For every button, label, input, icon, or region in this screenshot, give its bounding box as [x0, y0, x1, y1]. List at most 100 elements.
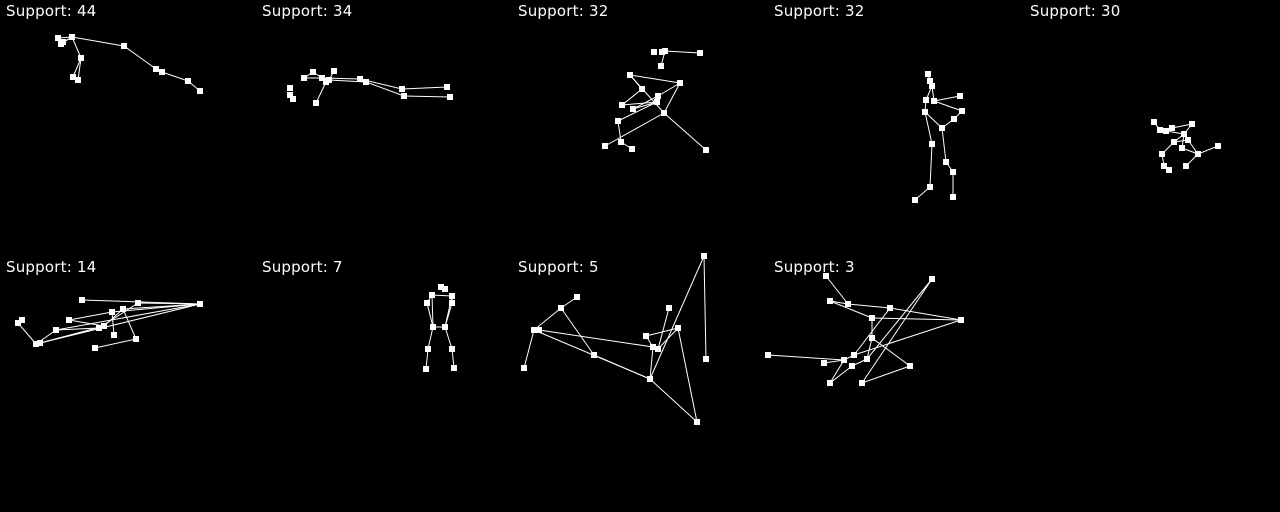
bone-line [861, 278, 933, 384]
joint-marker [827, 298, 833, 304]
bone-line [889, 307, 962, 321]
joint-marker [536, 327, 542, 333]
support-key: Support: [1030, 2, 1096, 20]
bone-line [123, 45, 157, 70]
bone-line [829, 359, 845, 384]
bone-line [933, 100, 963, 112]
bone-line [403, 95, 451, 98]
joint-marker [449, 293, 455, 299]
support-value: 32 [588, 2, 609, 20]
joint-marker [135, 300, 141, 306]
joint-marker [1169, 125, 1175, 131]
bone-line [657, 327, 679, 350]
bone-line [560, 307, 595, 356]
joint-marker [197, 301, 203, 307]
joint-marker [78, 55, 84, 61]
support-label: Support:7 [262, 258, 343, 276]
joint-marker [121, 43, 127, 49]
bone-line [68, 311, 113, 321]
bone-line [664, 50, 701, 54]
joint-marker [133, 336, 139, 342]
bone-line [825, 275, 849, 305]
support-key: Support: [262, 258, 328, 276]
joint-marker [37, 340, 43, 346]
support-label: Support:5 [518, 258, 599, 276]
bone-line [663, 112, 707, 151]
bone-line [629, 74, 665, 114]
joint-marker [927, 78, 933, 84]
support-label: Support:32 [774, 2, 864, 20]
joint-marker [630, 106, 636, 112]
joint-marker [521, 365, 527, 371]
joint-marker [185, 78, 191, 84]
joint-marker [666, 305, 672, 311]
joint-marker [658, 63, 664, 69]
bone-line [617, 101, 658, 122]
joint-marker [697, 50, 703, 56]
bone-line [657, 307, 670, 350]
pose-panel: Support:5 [512, 253, 768, 512]
bone-line [431, 294, 434, 328]
bone-line [365, 81, 405, 97]
joint-marker [70, 74, 76, 80]
joint-marker [1163, 128, 1169, 134]
joint-marker [647, 376, 653, 382]
bone-line [111, 303, 201, 313]
pose-skeleton [521, 253, 709, 425]
joint-marker [661, 110, 667, 116]
bone-line [703, 255, 707, 360]
joint-marker [120, 306, 126, 312]
pose-skeleton [912, 71, 965, 203]
joint-marker [922, 109, 928, 115]
bone-line [629, 74, 681, 84]
joint-marker [574, 294, 580, 300]
joint-marker [859, 380, 865, 386]
joint-marker [841, 357, 847, 363]
joint-marker [33, 341, 39, 347]
joint-marker [399, 86, 405, 92]
joint-marker [869, 335, 875, 341]
joint-marker [53, 327, 59, 333]
bone-line [94, 338, 137, 349]
joint-marker [1215, 143, 1221, 149]
joint-marker [425, 346, 431, 352]
bone-line [649, 346, 654, 380]
joint-marker [331, 68, 337, 74]
joint-marker [845, 301, 851, 307]
pose-skeleton [423, 284, 457, 372]
pose-skeleton [602, 48, 709, 153]
bone-line [866, 337, 873, 360]
bone-line [663, 82, 681, 114]
bone-line [871, 337, 911, 367]
pose-panel: Support:44 [0, 0, 256, 256]
joint-marker [1166, 167, 1172, 173]
bone-line [451, 348, 455, 369]
joint-marker [444, 84, 450, 90]
joint-marker [159, 69, 165, 75]
joint-marker [912, 197, 918, 203]
support-key: Support: [518, 2, 584, 20]
joint-marker [655, 346, 661, 352]
bone-line [425, 348, 429, 370]
bone-line [122, 308, 137, 340]
joint-marker [703, 147, 709, 153]
bone-line [72, 57, 82, 78]
support-value: 7 [332, 258, 343, 276]
bone-line [604, 112, 665, 147]
bone-line [71, 36, 82, 59]
joint-marker [591, 352, 597, 358]
bone-line [621, 101, 658, 106]
bone-line [39, 325, 105, 344]
joint-marker [629, 146, 635, 152]
bone-line [657, 82, 681, 97]
joint-marker [925, 71, 931, 77]
pose-panel: Support:32 [512, 0, 768, 256]
joint-marker [827, 380, 833, 386]
joint-marker [927, 184, 933, 190]
joint-marker [701, 253, 707, 259]
support-label: Support:30 [1030, 2, 1120, 20]
joint-marker [531, 327, 537, 333]
bone-line [593, 354, 651, 380]
joint-marker [1171, 139, 1177, 145]
bone-line [111, 311, 115, 336]
